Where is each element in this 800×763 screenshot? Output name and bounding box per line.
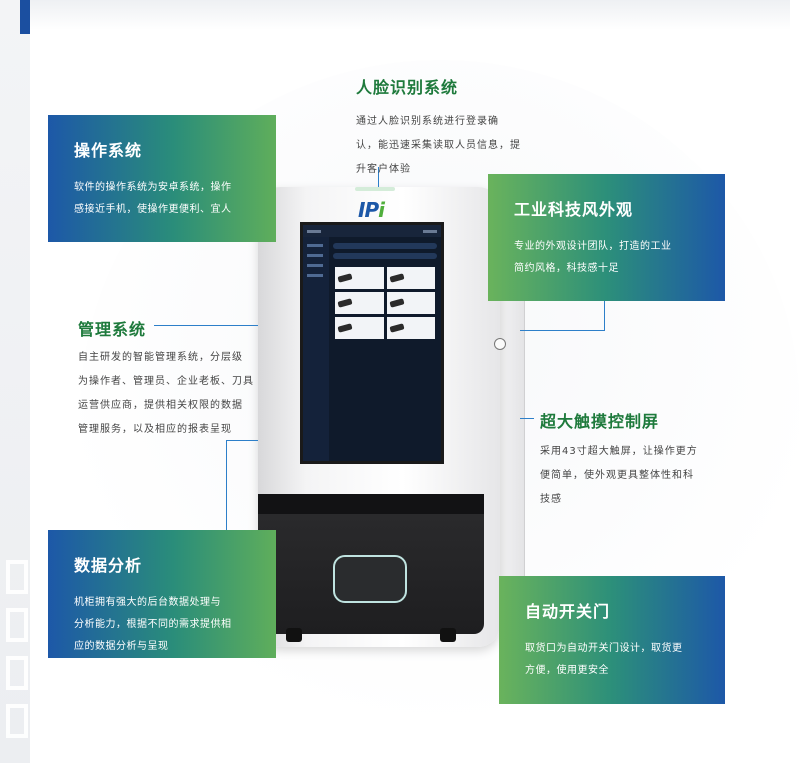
data-line-3: 应的数据分析与呈现 — [74, 641, 169, 652]
connector-data-v — [226, 440, 227, 530]
data-line-1: 机柜拥有强大的后台数据处理与 — [74, 597, 221, 608]
kiosk-touch-screen — [300, 222, 444, 464]
mgmt-line-2: 为操作者、管理员、企业老板、刀具 — [78, 376, 254, 387]
industrial-title: 工业科技风外观 — [514, 200, 634, 219]
connector-face — [378, 167, 379, 187]
face-title: 人脸识别系统 — [356, 78, 459, 97]
os-line-2: 感接近手机，使操作更便利、宜人 — [74, 204, 232, 215]
connector-mgmt — [154, 325, 258, 326]
touch-line-3: 技感 — [540, 494, 562, 505]
industrial-line-2: 简约风格，科技感十足 — [514, 263, 619, 274]
kiosk-knob — [494, 338, 506, 350]
door-line-2: 方便，使用更安全 — [525, 665, 609, 676]
touch-title: 超大触摸控制屏 — [540, 412, 660, 431]
industrial-line-1: 专业的外观设计团队，打造的工业 — [514, 241, 672, 252]
kiosk-foot-left — [286, 628, 302, 642]
door-card: 自动开关门 取货口为自动开关门设计，取货更 方便，使用更安全 — [499, 576, 725, 704]
mgmt-line-3: 运营供应商，提供相关权限的数据 — [78, 400, 243, 411]
top-shade — [30, 0, 790, 30]
touch-line-1: 采用43寸超大触屏，让操作更方 — [540, 446, 698, 457]
mgmt-line-1: 自主研发的智能管理系统，分层级 — [78, 352, 243, 363]
face-section: 人脸识别系统 通过人脸识别系统进行登录确 认，能迅速采集读取人员信息，提 升客户… — [356, 74, 536, 182]
data-title: 数据分析 — [74, 556, 143, 575]
brand-logo: IPi — [358, 198, 385, 222]
touch-line-2: 便简单，使外观更具整体性和科 — [540, 470, 694, 481]
connector-data-h — [226, 440, 258, 441]
face-line-1: 通过人脸识别系统进行登录确 — [356, 116, 499, 127]
data-card: 数据分析 机柜拥有强大的后台数据处理与 分析能力，根据不同的需求提供相 应的数据… — [48, 530, 276, 658]
top-accent-bar — [20, 0, 30, 34]
os-card: 操作系统 软件的操作系统为安卓系统，操作 感接近手机，使操作更便利、宜人 — [48, 115, 276, 242]
mgmt-line-4: 管理服务，以及相应的报表呈现 — [78, 424, 232, 435]
os-title: 操作系统 — [74, 141, 143, 160]
face-line-3: 升客户体验 — [356, 164, 411, 175]
side-watermark — [4, 560, 30, 760]
face-sensor — [355, 187, 395, 191]
mgmt-title: 管理系统 — [78, 320, 147, 339]
face-line-2: 认，能迅速采集读取人员信息，提 — [356, 140, 521, 151]
mgmt-section: 管理系统 自主研发的智能管理系统，分层级 为操作者、管理员、企业老板、刀具 运营… — [78, 316, 278, 442]
data-line-2: 分析能力，根据不同的需求提供相 — [74, 619, 232, 630]
os-line-1: 软件的操作系统为安卓系统，操作 — [74, 182, 232, 193]
kiosk-foot-right — [440, 628, 456, 642]
connector-touch — [520, 418, 534, 419]
connector-industrial-v — [604, 300, 605, 330]
door-title: 自动开关门 — [525, 602, 611, 621]
touch-section: 超大触摸控制屏 采用43寸超大触屏，让操作更方 便简单，使外观更具整体性和科 技… — [540, 408, 730, 512]
industrial-card: 工业科技风外观 专业的外观设计团队，打造的工业 简约风格，科技感十足 — [488, 174, 725, 301]
door-line-1: 取货口为自动开关门设计，取货更 — [525, 643, 683, 654]
pickup-door — [333, 555, 407, 603]
connector-industrial-h — [520, 330, 605, 331]
